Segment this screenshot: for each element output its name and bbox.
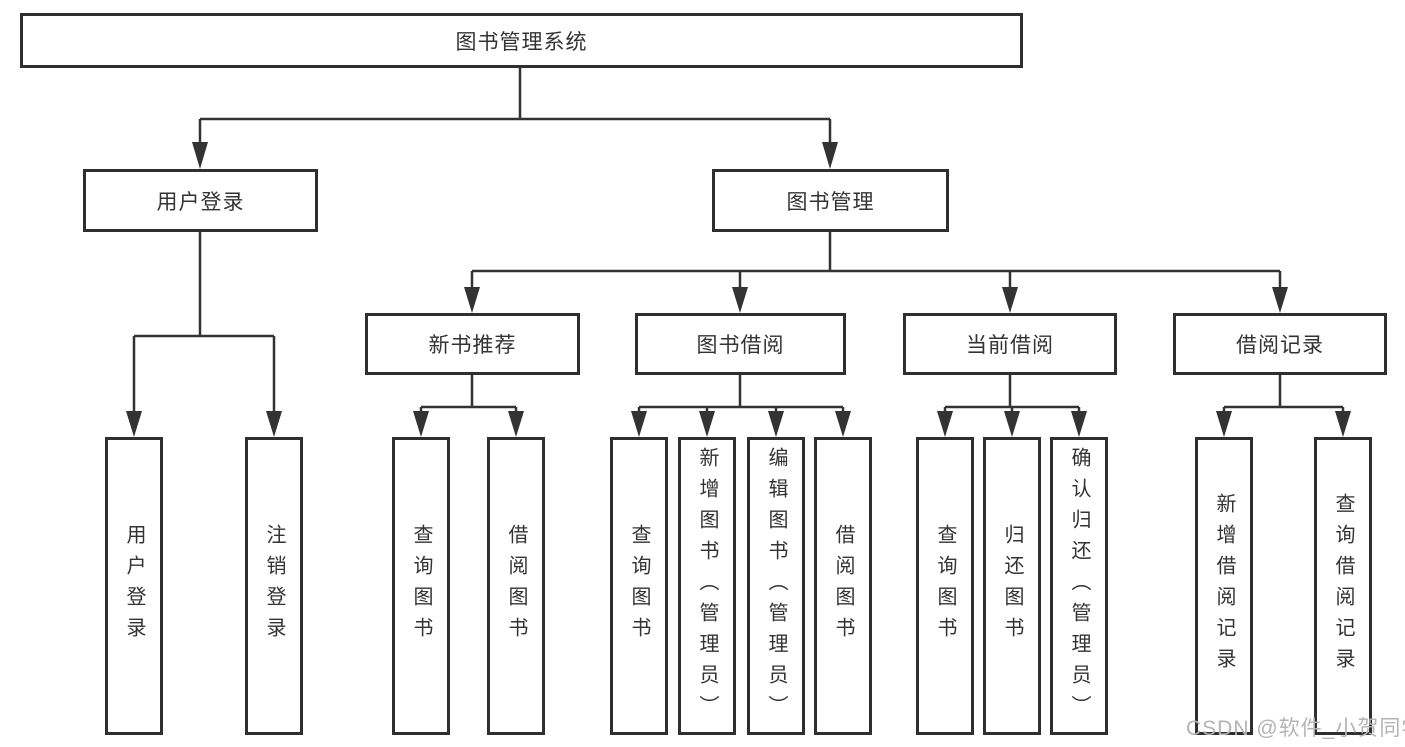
leaf-query-borrow-record: 查询借阅记录 [1314,437,1372,735]
arrow-down-icon [699,411,715,437]
leaf-query-books-borrowing: 查询图书 [610,437,668,735]
leaf-query-borrow-record-label: 查询借阅记录 [1332,493,1354,679]
node-user-login: 用户登录 [83,169,318,232]
leaf-add-borrow-record: 新增借阅记录 [1195,437,1253,735]
leaf-query-books-borrowing-label: 查询图书 [628,524,650,648]
leaf-borrow-books-recommend: 借阅图书 [487,437,545,735]
arrow-down-icon [631,411,647,437]
leaf-add-borrow-record-label: 新增借阅记录 [1213,493,1235,679]
leaf-query-books-recommend: 查询图书 [392,437,450,735]
arrow-down-icon [464,287,480,313]
leaf-return-books-label: 归还图书 [1001,524,1023,648]
arrow-down-icon [1335,411,1351,437]
arrow-down-icon [822,142,838,169]
leaf-borrow-books-borrowing-label: 借阅图书 [832,524,854,648]
node-current-borrowing: 当前借阅 [903,313,1117,375]
arrow-down-icon [1071,411,1087,437]
leaf-query-books-current-label: 查询图书 [934,524,956,648]
arrow-down-icon [126,411,142,437]
leaf-confirm-return-admin: 确认归还（管理员） [1050,437,1108,735]
node-borrowing-records: 借阅记录 [1173,313,1387,375]
leaf-add-books-admin-label: 新增图书（管理员） [696,446,718,726]
arrow-down-icon [1216,411,1232,437]
leaf-edit-books-admin: 编辑图书（管理员） [747,437,805,735]
leaf-logout-login-label: 注销登录 [263,524,285,648]
arrow-down-icon [1004,411,1020,437]
node-new-book-recommendation: 新书推荐 [365,313,580,375]
arrow-down-icon [768,411,784,437]
arrow-down-icon [732,287,748,313]
leaf-query-books-recommend-label: 查询图书 [410,524,432,648]
arrow-down-icon [835,411,851,437]
leaf-user-login: 用户登录 [105,437,163,735]
arrow-down-icon [937,411,953,437]
leaf-edit-books-admin-label: 编辑图书（管理员） [765,446,787,726]
arrow-down-icon [192,142,208,169]
csdn-watermark: CSDN @软件_小贺同学 [1186,717,1405,740]
leaf-user-login-label: 用户登录 [123,524,145,648]
node-book-borrowing: 图书借阅 [635,313,846,375]
leaf-confirm-return-admin-label: 确认归还（管理员） [1068,446,1090,726]
node-library-management-system: 图书管理系统 [20,13,1023,68]
leaf-add-books-admin: 新增图书（管理员） [678,437,736,735]
arrow-down-icon [1272,287,1288,313]
connector-lines [132,68,1345,412]
leaf-logout-login: 注销登录 [245,437,303,735]
arrow-down-icon [266,411,282,437]
leaf-borrow-books-recommend-label: 借阅图书 [505,524,527,648]
arrow-down-icon [413,411,429,437]
arrow-down-icon [1002,287,1018,313]
arrow-down-icon [508,411,524,437]
leaf-query-books-current: 查询图书 [916,437,974,735]
leaf-borrow-books-borrowing: 借阅图书 [814,437,872,735]
arrowheads [126,142,1351,437]
node-book-management: 图书管理 [712,169,949,232]
leaf-return-books: 归还图书 [983,437,1041,735]
